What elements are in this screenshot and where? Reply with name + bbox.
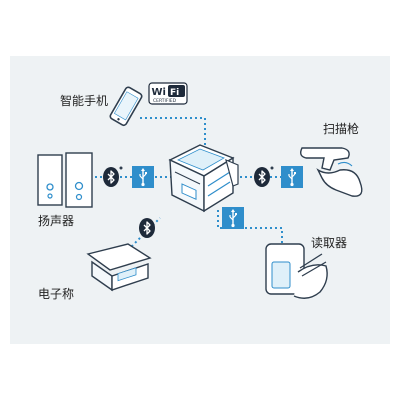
bluetooth-icon [254, 167, 270, 187]
speaker-icon [37, 152, 93, 208]
card-reader-icon [265, 243, 328, 299]
scanner-icon [299, 147, 363, 197]
wifi-logo-text-fi: Fi [170, 88, 179, 98]
smartphone-icon [109, 86, 143, 127]
wifi-certified-badge: Wi Fi CERTIFIED [148, 82, 188, 105]
usb-icon [222, 207, 244, 229]
connection-lines [90, 117, 305, 251]
device-label-scanner: 扫描枪 [323, 122, 360, 136]
wifi-logo-text-wi: Wi [152, 87, 166, 98]
device-label-scale: 电子称 [38, 287, 75, 301]
device-label-reader: 读取器 [311, 236, 348, 250]
device-label-speaker: 扬声器 [38, 214, 75, 228]
scale-icon [86, 243, 152, 292]
device-label-smartphone: 智能手机 [60, 94, 109, 108]
bluetooth-icon [103, 167, 119, 187]
line-phone [140, 117, 206, 150]
wifi-logo-caption: CERTIFIED [153, 98, 177, 104]
usb-icon [281, 166, 303, 188]
printer-icon [168, 144, 239, 213]
bluetooth-icon [139, 218, 155, 238]
line-reader [217, 210, 283, 250]
usb-icon [132, 166, 154, 188]
